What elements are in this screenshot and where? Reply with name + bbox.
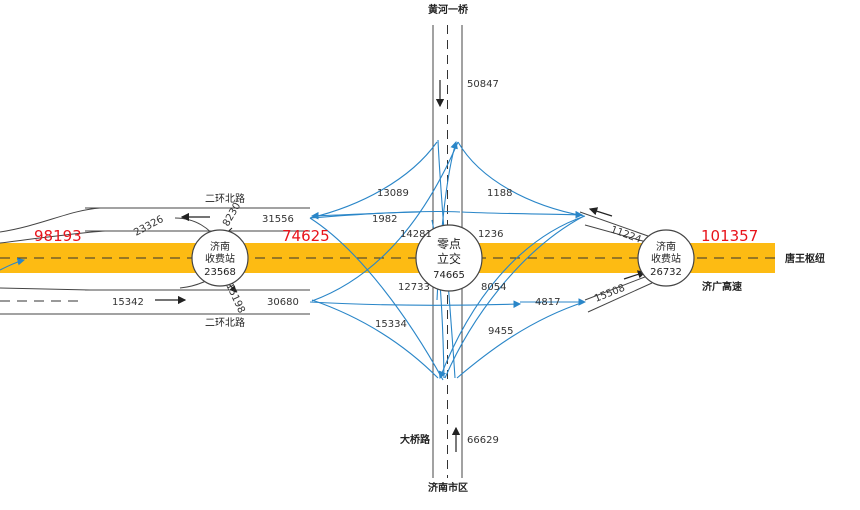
flow-center-lr: 8054 [481, 282, 506, 293]
flow-west-bottom-left: 15342 [112, 297, 144, 308]
east-highway-label: 济广高速 [702, 280, 742, 293]
flow-ne-ramp: 1188 [487, 188, 512, 199]
west-toll-line2: 收费站 [205, 252, 235, 265]
segment-east-value: 101357 [701, 227, 758, 245]
erhuan-top-label: 二环北路 [205, 192, 245, 205]
east-toll-line1: 济南 [656, 240, 676, 253]
east-toll-value: 26732 [650, 267, 682, 278]
flow-north-in: 50847 [467, 79, 499, 90]
west-toll-value: 23568 [204, 267, 236, 278]
flow-sw-ramp: 15334 [375, 319, 407, 330]
flow-west-small-bottom: 15198 [223, 282, 246, 315]
interchange-ramps [0, 139, 587, 381]
segment-west-value: 98193 [34, 227, 82, 245]
erhuan-north-road [0, 207, 310, 315]
flow-arrows [155, 80, 647, 452]
flow-west-diag-top: 23326 [132, 214, 165, 239]
east-toll-line2: 收费站 [651, 252, 681, 265]
flow-se-ramp: 9455 [488, 326, 513, 337]
flow-center-ur: 1236 [478, 229, 503, 240]
flow-nw-ramp: 13089 [377, 188, 409, 199]
flow-east-bottom-ramp: 15508 [593, 283, 627, 305]
erhuan-bottom-label: 二环北路 [205, 316, 245, 329]
flow-center-ul: 14281 [400, 229, 432, 240]
south-road-label: 大桥路 [400, 433, 431, 446]
west-toll-node [191, 229, 249, 287]
center-line1: 零点 [437, 237, 461, 251]
flow-west-bottom-in: 30680 [267, 297, 299, 308]
flow-west-arrow: 1982 [372, 214, 397, 225]
flow-center-ll: 12733 [398, 282, 430, 293]
east-toll-node [637, 229, 695, 287]
segment-middle-value: 74625 [282, 227, 330, 245]
north-label: 黄河一桥 [428, 3, 469, 16]
center-interchange-node [415, 224, 483, 292]
flow-south-in: 66629 [467, 435, 499, 446]
east-label: 唐王枢纽 [785, 252, 825, 265]
flow-west-small-top: 8230 [221, 201, 243, 229]
west-toll-line1: 济南 [210, 240, 230, 253]
east-ramps [579, 211, 653, 313]
south-label: 济南市区 [428, 481, 468, 494]
flow-se-h: 4817 [535, 297, 560, 308]
center-line2: 立交 [437, 251, 461, 266]
flow-west-top-out: 31556 [262, 214, 294, 225]
center-value: 74665 [433, 270, 465, 281]
